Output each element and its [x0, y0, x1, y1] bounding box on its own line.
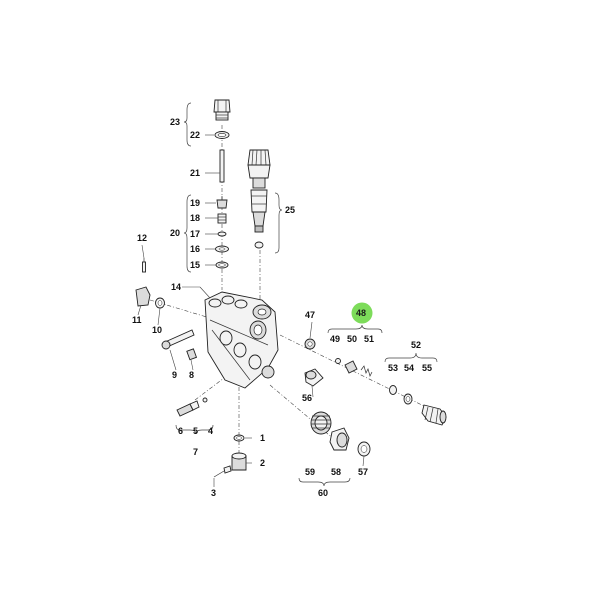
label-18[interactable]: 18 — [190, 213, 200, 223]
outlet-fitting-parts — [389, 385, 447, 426]
label-5[interactable]: 5 — [193, 426, 198, 436]
check-valve-parts — [304, 338, 373, 377]
label-6[interactable]: 6 — [178, 426, 183, 436]
label-56[interactable]: 56 — [302, 393, 312, 403]
label-11[interactable]: 11 — [132, 315, 142, 325]
label-60[interactable]: 60 — [318, 488, 328, 498]
leader-lines — [137, 134, 365, 487]
plug-cap-part — [213, 99, 231, 121]
label-23[interactable]: 23 — [170, 117, 180, 127]
unloader-assembly-part — [247, 149, 271, 249]
label-58[interactable]: 58 — [331, 467, 341, 477]
label-2[interactable]: 2 — [260, 458, 265, 468]
label-14[interactable]: 14 — [171, 282, 181, 292]
label-48[interactable]: 48 — [356, 308, 366, 318]
label-4[interactable]: 4 — [208, 426, 213, 436]
label-51[interactable]: 51 — [364, 334, 374, 344]
o-ring-22-part — [214, 131, 230, 139]
part-labels: 23 22 21 19 18 20 17 16 15 25 12 14 11 1… — [132, 117, 432, 498]
drain-plug-parts — [213, 434, 247, 478]
thermal-valve-parts — [310, 411, 371, 457]
cap-56-part — [304, 368, 324, 387]
label-9[interactable]: 9 — [172, 370, 177, 380]
inlet-fitting-parts — [176, 397, 208, 417]
label-17[interactable]: 17 — [190, 229, 200, 239]
label-59[interactable]: 59 — [305, 467, 315, 477]
label-8[interactable]: 8 — [189, 370, 194, 380]
label-57[interactable]: 57 — [358, 467, 368, 477]
label-10[interactable]: 10 — [152, 325, 162, 335]
pump-manifold-part — [204, 291, 279, 389]
label-50[interactable]: 50 — [347, 334, 357, 344]
label-1[interactable]: 1 — [260, 433, 265, 443]
label-52[interactable]: 52 — [411, 340, 421, 350]
label-16[interactable]: 16 — [190, 244, 200, 254]
group-braces — [175, 102, 438, 487]
valve-stack-parts — [215, 196, 229, 269]
part-48-highlight[interactable] — [351, 302, 373, 324]
label-7[interactable]: 7 — [193, 447, 198, 457]
label-55[interactable]: 55 — [422, 363, 432, 373]
label-21[interactable]: 21 — [190, 168, 200, 178]
label-3[interactable]: 3 — [211, 488, 216, 498]
label-22[interactable]: 22 — [190, 130, 200, 140]
label-25[interactable]: 25 — [285, 205, 295, 215]
label-19[interactable]: 19 — [190, 198, 200, 208]
label-53[interactable]: 53 — [388, 363, 398, 373]
label-47[interactable]: 47 — [305, 310, 315, 320]
label-15[interactable]: 15 — [190, 260, 200, 270]
label-20[interactable]: 20 — [170, 228, 180, 238]
left-side-parts — [135, 258, 198, 361]
label-54[interactable]: 54 — [404, 363, 414, 373]
label-49[interactable]: 49 — [330, 334, 340, 344]
label-12[interactable]: 12 — [137, 233, 147, 243]
rod-part — [219, 149, 225, 183]
